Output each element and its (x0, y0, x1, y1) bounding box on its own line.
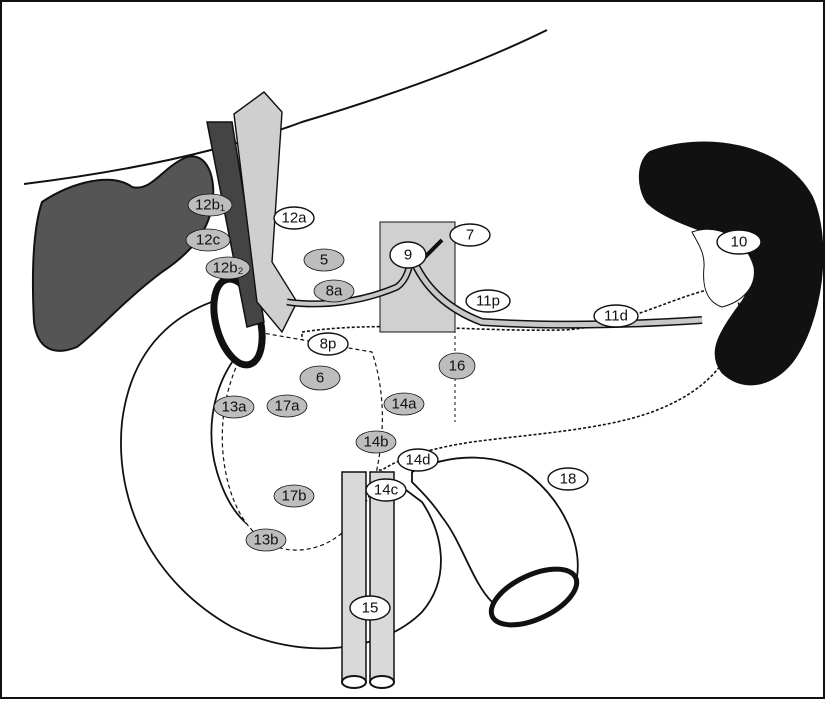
label-12b1: 12b₁ (188, 194, 232, 216)
label-18: 18 (548, 468, 588, 490)
label-7: 7 (450, 224, 490, 246)
liver-outline (24, 30, 547, 184)
label-text: 8p (320, 336, 337, 353)
aorta-end (370, 676, 394, 688)
label-12a: 12a (274, 207, 314, 229)
label-text: 11p (476, 293, 500, 310)
label-text: 12b₂ (213, 260, 244, 277)
label-text: 13b (253, 532, 278, 549)
label-text: 14a (391, 396, 417, 413)
label-text: 14b (363, 434, 388, 451)
label-12b2: 12b₂ (206, 257, 250, 279)
label-17b: 17b (274, 485, 314, 507)
label-10: 10 (717, 230, 761, 254)
label-text: 16 (449, 358, 466, 375)
label-text: 13a (221, 399, 247, 416)
label-8p: 8p (308, 333, 348, 355)
label-14a: 14a (384, 393, 424, 415)
label-text: 6 (316, 370, 324, 387)
label-17a: 17a (267, 395, 307, 417)
label-text: 7 (466, 227, 474, 244)
label-text: 12c (196, 232, 221, 249)
label-13a: 13a (214, 396, 254, 418)
label-13b: 13b (246, 529, 286, 551)
label-text: 12b₁ (195, 197, 225, 214)
label-6: 6 (300, 366, 340, 390)
label-15: 15 (350, 596, 390, 620)
label-14d: 14d (398, 449, 438, 471)
label-text: 12a (281, 210, 307, 227)
label-text: 15 (362, 600, 379, 617)
label-text: 8a (326, 283, 343, 300)
ivc-end (342, 676, 366, 688)
label-14c: 14c (366, 479, 406, 501)
label-8a: 8a (314, 280, 354, 302)
label-text: 14d (405, 452, 430, 469)
label-text: 17a (274, 398, 300, 415)
label-5: 5 (304, 249, 344, 271)
aorta-lower (370, 472, 394, 682)
label-11p: 11p (466, 290, 510, 312)
label-text: 9 (404, 247, 412, 264)
label-text: 10 (731, 234, 748, 251)
label-text: 11d (604, 308, 628, 325)
label-text: 18 (560, 471, 577, 488)
label-text: 5 (320, 252, 328, 269)
aorta-band (380, 222, 455, 332)
label-9: 9 (390, 242, 426, 268)
label-text: 17b (281, 488, 306, 505)
inferior-vena-cava (342, 472, 366, 682)
label-text: 14c (374, 482, 399, 499)
label-12c: 12c (186, 229, 230, 251)
label-14b: 14b (356, 431, 396, 453)
label-16: 16 (439, 353, 475, 379)
label-11d: 11d (594, 305, 638, 327)
